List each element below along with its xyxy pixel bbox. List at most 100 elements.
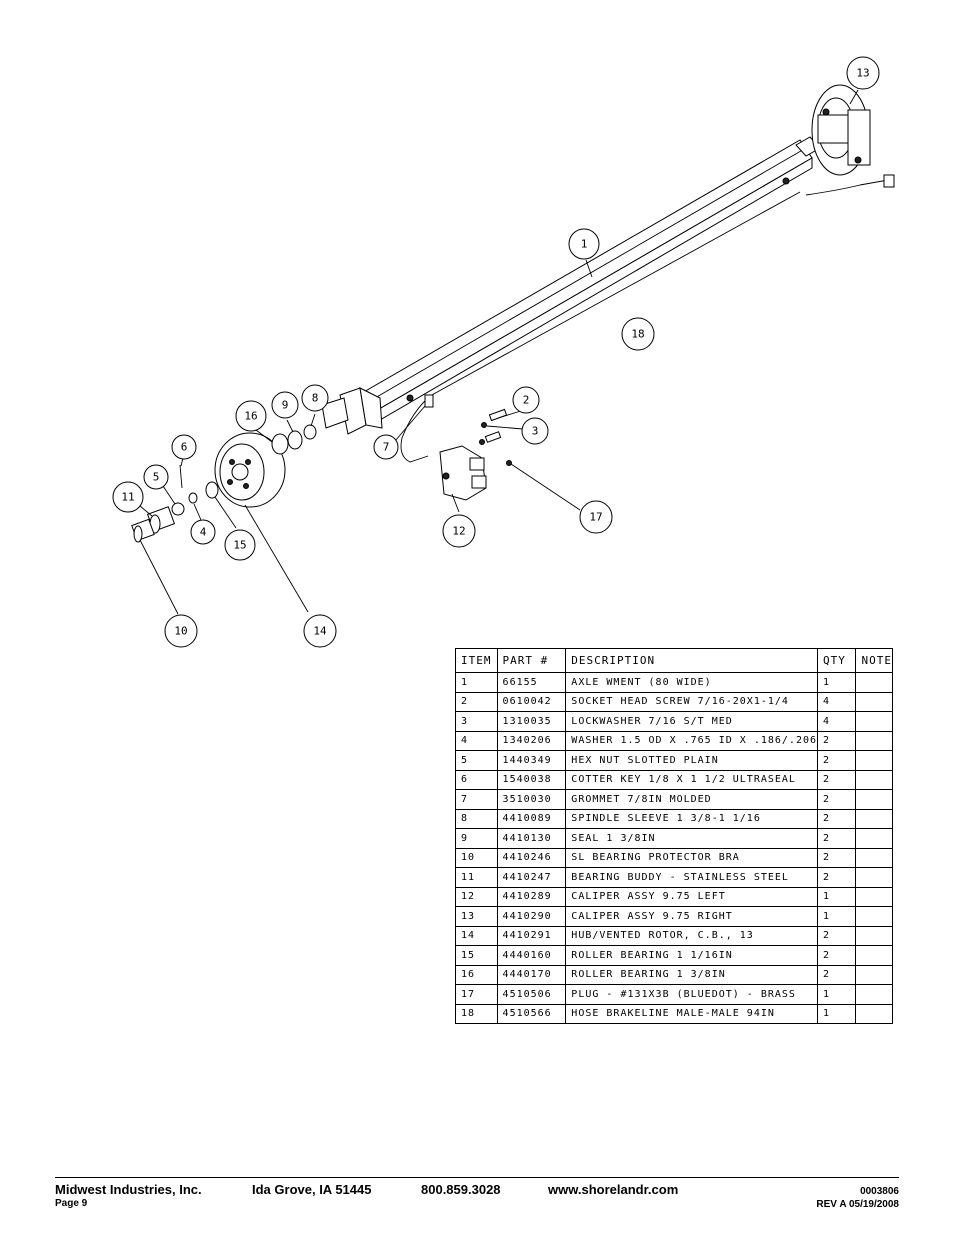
cell-note <box>855 984 893 1005</box>
spindle-flange <box>321 387 383 435</box>
page-footer: Midwest Industries, Inc. Ida Grove, IA 5… <box>55 1177 899 1210</box>
cell-description: CALIPER ASSY 9.75 RIGHT <box>565 906 819 927</box>
cell-qty: 2 <box>817 828 857 849</box>
svg-text:13: 13 <box>856 67 869 80</box>
cell-qty: 2 <box>817 867 857 888</box>
cell-description: WASHER 1.5 OD X .765 ID X .186/.206 <box>565 730 819 751</box>
cell-note <box>855 691 893 712</box>
cell-note <box>855 886 893 907</box>
cell-part: 1340206 <box>496 730 567 751</box>
cell-item: 15 <box>455 945 498 966</box>
svg-text:11: 11 <box>121 491 134 504</box>
washer <box>188 492 198 504</box>
header-description: DESCRIPTION <box>565 648 819 673</box>
callout-6: 6 <box>171 434 197 460</box>
callout-13: 13 <box>846 56 880 90</box>
cell-qty: 2 <box>817 750 857 771</box>
cell-description: ROLLER BEARING 1 3/8IN <box>565 964 819 985</box>
seal <box>287 430 303 450</box>
svg-text:7: 7 <box>383 441 390 454</box>
cell-item: 10 <box>455 847 498 868</box>
revision-date: REV A 05/19/2008 <box>816 1199 899 1210</box>
header-part: PART # <box>496 648 567 673</box>
cell-note <box>855 1003 893 1024</box>
cell-qty: 2 <box>817 789 857 810</box>
exploded-axle-drawing: 1 2 3 4 5 6 7 8 9 10 11 12 13 14 15 16 1… <box>112 56 895 648</box>
cell-qty: 1 <box>817 984 857 1005</box>
cell-part: 4410089 <box>496 808 567 829</box>
cell-part: 3510030 <box>496 789 567 810</box>
slotted-nut <box>171 502 185 516</box>
cell-item: 14 <box>455 925 498 946</box>
callout-1: 1 <box>568 228 600 260</box>
cell-qty: 2 <box>817 769 857 790</box>
right-rotor-assembly <box>811 84 871 176</box>
cell-description: ROLLER BEARING 1 1/16IN <box>565 945 819 966</box>
cell-part: 1440349 <box>496 750 567 771</box>
header-note: NOTE <box>855 648 893 673</box>
cell-description: SPINDLE SLEEVE 1 3/8-1 1/16 <box>565 808 819 829</box>
cell-description: HUB/VENTED ROTOR, C.B., 13 <box>565 925 819 946</box>
axle-tube <box>361 139 813 421</box>
cell-note <box>855 769 893 790</box>
cell-item: 6 <box>455 769 498 790</box>
cell-qty: 2 <box>817 964 857 985</box>
callout-16: 16 <box>235 400 267 432</box>
svg-text:5: 5 <box>153 471 160 484</box>
callout-12: 12 <box>442 514 476 548</box>
callout-17: 17 <box>579 500 613 534</box>
leader-lines <box>139 89 859 615</box>
cell-part: 66155 <box>496 672 567 693</box>
cell-item: 18 <box>455 1003 498 1024</box>
cell-part: 1540038 <box>496 769 567 790</box>
cell-qty: 4 <box>817 691 857 712</box>
callout-7: 7 <box>373 434 399 460</box>
cell-qty: 1 <box>817 672 857 693</box>
document-number: 0003806 <box>860 1186 899 1197</box>
cell-note <box>855 789 893 810</box>
cell-item: 9 <box>455 828 498 849</box>
cell-description: CALIPER ASSY 9.75 LEFT <box>565 886 819 907</box>
caliper-left <box>439 445 487 501</box>
cell-qty: 2 <box>817 808 857 829</box>
cell-note <box>855 828 893 849</box>
svg-text:6: 6 <box>181 441 188 454</box>
svg-text:10: 10 <box>174 625 187 638</box>
page-number: Page 9 <box>55 1198 88 1209</box>
callout-4: 4 <box>190 519 216 545</box>
callout-10: 10 <box>164 614 198 648</box>
cell-qty: 2 <box>817 847 857 868</box>
company-name: Midwest Industries, Inc. <box>55 1182 202 1197</box>
header-item: ITEM <box>455 648 498 673</box>
cell-description: PLUG - #131X3B (BLUEDOT) - BRASS <box>565 984 819 1005</box>
svg-text:9: 9 <box>282 399 289 412</box>
cell-item: 5 <box>455 750 498 771</box>
cell-description: HEX NUT SLOTTED PLAIN <box>565 750 819 771</box>
callout-3: 3 <box>521 417 549 445</box>
cell-part: 4510506 <box>496 984 567 1005</box>
cell-item: 4 <box>455 730 498 751</box>
cell-qty: 1 <box>817 906 857 927</box>
svg-text:4: 4 <box>200 526 207 539</box>
cell-item: 13 <box>455 906 498 927</box>
svg-text:16: 16 <box>244 410 257 423</box>
callout-5: 5 <box>143 464 169 490</box>
cell-note <box>855 711 893 732</box>
cell-note <box>855 750 893 771</box>
cell-description: GROMMET 7/8IN MOLDED <box>565 789 819 810</box>
cell-item: 12 <box>455 886 498 907</box>
cell-qty: 2 <box>817 730 857 751</box>
brass-plug <box>506 460 512 466</box>
cell-description: AXLE WMENT (80 WIDE) <box>565 672 819 693</box>
callout-2: 2 <box>512 386 540 414</box>
cell-description: SEAL 1 3/8IN <box>565 828 819 849</box>
